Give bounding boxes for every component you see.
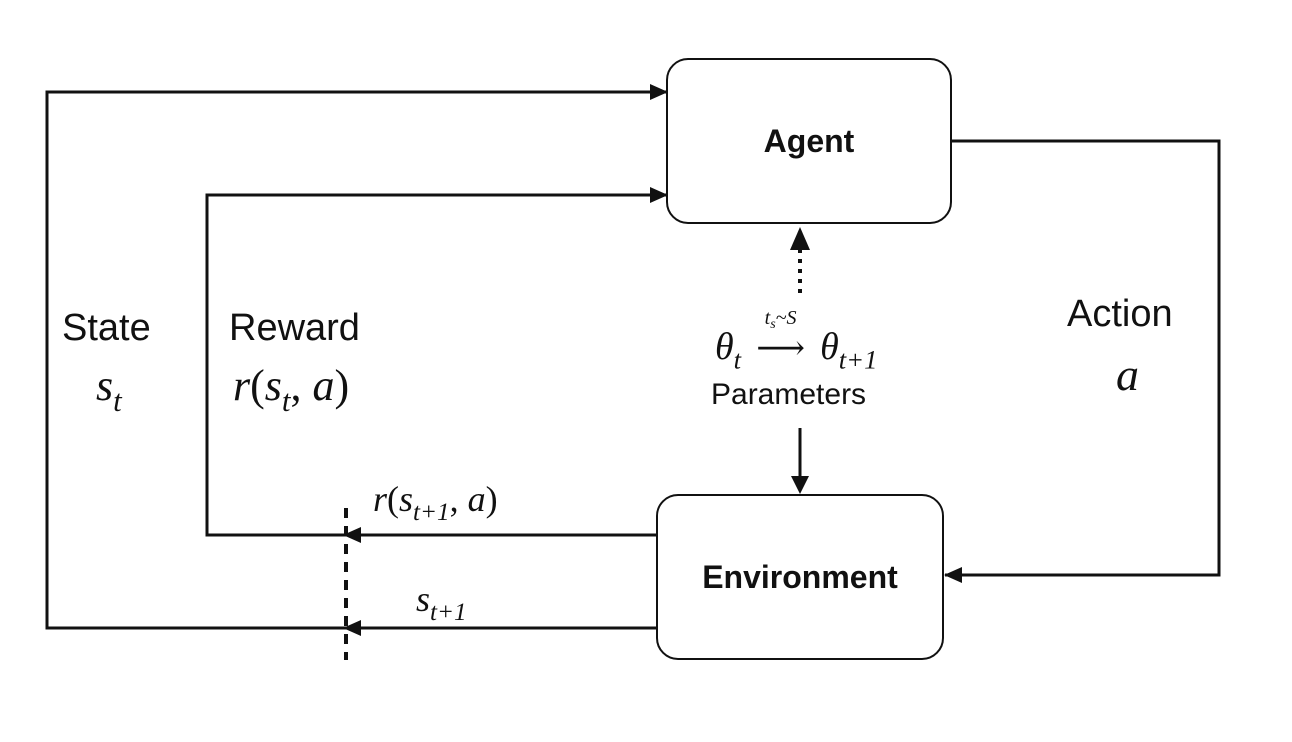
reward-label: Reward: [229, 307, 360, 349]
reward-next-arrowhead: [343, 527, 361, 543]
state-label: State: [62, 307, 151, 349]
parameters-label: Parameters: [711, 378, 867, 411]
next-state-symbol: st+1: [416, 579, 467, 626]
next-reward-formula: r(st+1, a): [373, 479, 498, 526]
agent-node: Agent: [666, 58, 952, 224]
state-symbol: st: [96, 361, 122, 418]
parameter-env-arrowhead: [791, 476, 809, 494]
reward-arrow: [205, 187, 668, 537]
environment-node: Environment: [656, 494, 944, 660]
parameter-update-formula: θt ts~S ⟶ θt+1: [715, 307, 878, 375]
reward-formula: r(st, a): [233, 361, 350, 418]
action-symbol: a: [1116, 349, 1139, 400]
state-next-arrowhead: [343, 620, 361, 636]
sampling-annotation: ts~S: [764, 307, 797, 333]
agent-label: Agent: [763, 122, 855, 159]
environment-label: Environment: [702, 558, 898, 595]
parameter-update-arrowhead: [790, 227, 810, 250]
action-label: Action: [1067, 293, 1173, 335]
update-arrow: ⟶: [756, 330, 805, 367]
action-arrow: [944, 139, 1221, 583]
state-arrow: [45, 84, 668, 630]
